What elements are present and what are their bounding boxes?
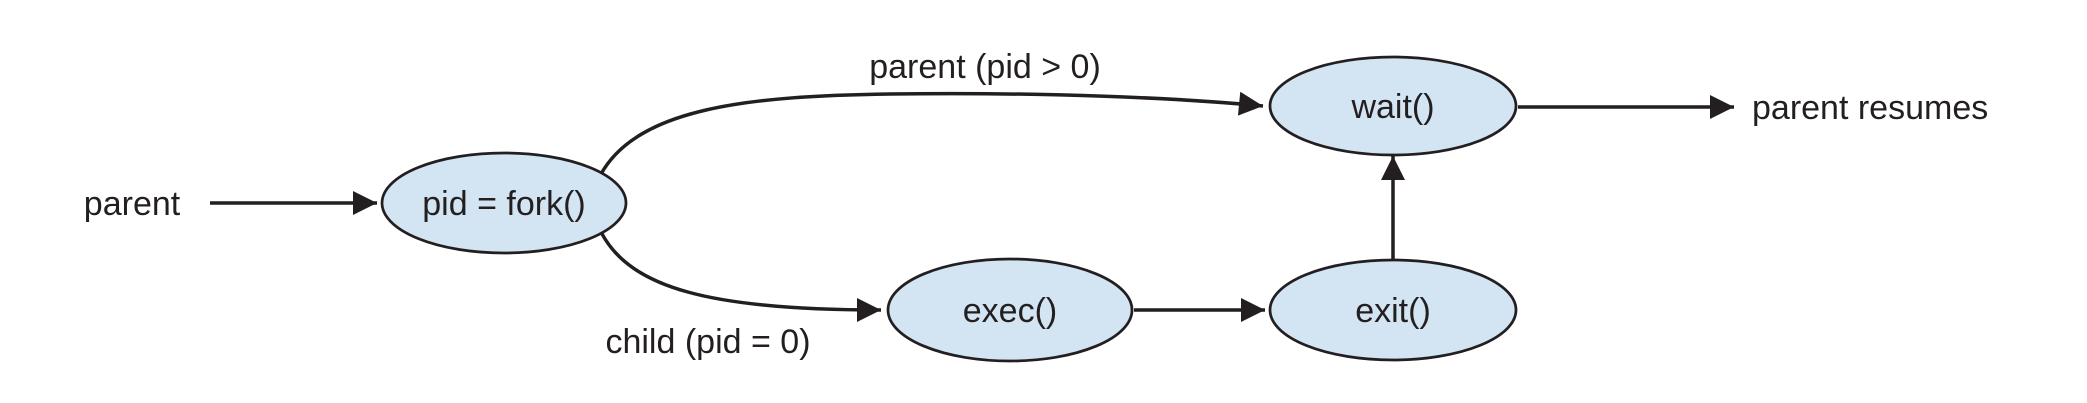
edge-fork-to-wait — [599, 91, 1264, 175]
node-exec-label: exec() — [963, 292, 1057, 330]
edge-label-child-branch: child (pid = 0) — [605, 323, 810, 361]
edge-fork-to-exec — [599, 231, 882, 322]
node-exit-label: exit() — [1355, 292, 1431, 330]
node-exit-shape — [1268, 258, 1518, 362]
end-label-parent-resumes: parent resumes — [1752, 89, 1988, 127]
node-wait: wait() — [1268, 55, 1518, 157]
node-exec-shape — [886, 257, 1134, 363]
edge-label-parent-branch: parent (pid > 0) — [869, 48, 1101, 86]
node-wait-shape — [1268, 55, 1518, 157]
start-label-parent: parent — [84, 185, 181, 223]
node-exit: exit() — [1268, 258, 1518, 362]
node-wait-label: wait() — [1350, 88, 1434, 126]
node-exec: exec() — [886, 257, 1134, 363]
node-fork: pid = fork() — [380, 151, 628, 255]
node-fork-shape — [380, 151, 628, 255]
node-fork-label: pid = fork() — [422, 185, 585, 223]
